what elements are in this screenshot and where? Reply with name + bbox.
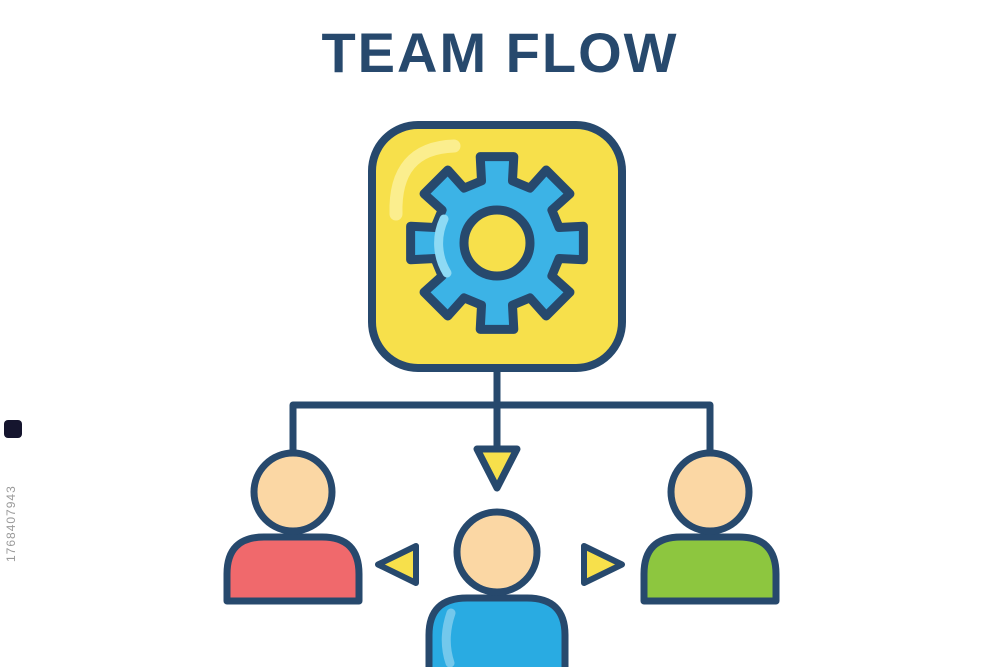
panel-gloss <box>389 139 461 221</box>
process-node <box>368 121 626 372</box>
person-right-body <box>640 533 780 605</box>
gear-hub <box>459 205 535 281</box>
left-arrow-icon <box>375 543 419 586</box>
connector-path <box>289 356 714 456</box>
right-arrow-icon <box>581 543 625 586</box>
person-center <box>425 508 569 667</box>
person-center-body-gloss <box>441 608 456 667</box>
person-center-body <box>425 594 569 667</box>
gear-icon <box>406 152 588 334</box>
person-center-head <box>453 508 541 596</box>
watermark-number: 1768407943 <box>4 485 18 562</box>
gear-gloss <box>434 214 452 278</box>
down-arrow-icon <box>473 445 521 492</box>
person-left-head <box>250 449 336 535</box>
person-right <box>640 449 780 605</box>
person-left-body <box>223 533 363 605</box>
person-right-head <box>667 449 753 535</box>
flow-connector-lines <box>289 356 714 456</box>
person-left <box>223 449 363 605</box>
page-title: TEAM FLOW <box>321 21 679 84</box>
watermark-logo-icon <box>4 420 22 438</box>
